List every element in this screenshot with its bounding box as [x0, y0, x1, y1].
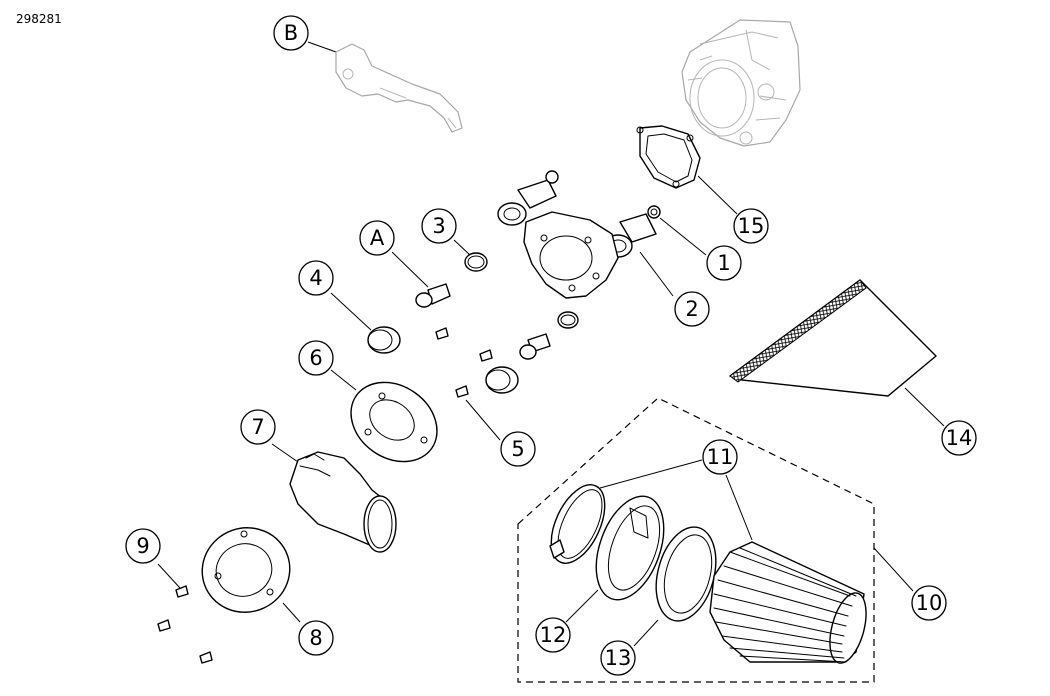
breather-bolts — [415, 283, 551, 360]
callout-3: 3 — [421, 208, 457, 244]
callout-13: 13 — [600, 640, 636, 676]
filter-element-11 — [709, 541, 867, 664]
svg-text:14: 14 — [946, 426, 973, 450]
callout-B: B — [273, 15, 309, 51]
svg-text:11: 11 — [707, 445, 734, 469]
svg-text:4: 4 — [309, 266, 322, 290]
callout-8: 8 — [298, 620, 334, 656]
callout-1: 1 — [706, 245, 742, 281]
svg-text:2: 2 — [685, 297, 698, 321]
elbow-7 — [289, 451, 397, 553]
callout-15: 15 — [733, 208, 769, 244]
svg-text:3: 3 — [432, 214, 445, 238]
callout-9: 9 — [125, 528, 161, 564]
svg-text:12: 12 — [540, 623, 567, 647]
svg-text:10: 10 — [916, 591, 943, 615]
callout-6: 6 — [298, 340, 334, 376]
callout-4: 4 — [298, 260, 334, 296]
gasket-6 — [350, 381, 438, 463]
leader-lines — [157, 41, 945, 647]
callout-7: 7 — [240, 409, 276, 445]
svg-text:6: 6 — [309, 346, 322, 370]
rim-8 — [201, 527, 291, 613]
svg-text:A: A — [370, 226, 385, 250]
callout-11: 11 — [702, 439, 738, 475]
svg-text:7: 7 — [251, 415, 264, 439]
svg-text:13: 13 — [605, 646, 632, 670]
clamp-11 — [549, 484, 606, 564]
svg-text:B: B — [284, 21, 298, 45]
svg-text:15: 15 — [738, 214, 765, 238]
callout-2: 2 — [674, 291, 710, 327]
plugs-4 — [367, 326, 519, 394]
svg-text:1: 1 — [717, 251, 730, 275]
small-screws — [157, 327, 493, 664]
callout-12: 12 — [535, 617, 571, 653]
svg-text:5: 5 — [511, 437, 524, 461]
backplate-2 — [497, 179, 657, 299]
adapter-12 — [595, 495, 665, 601]
document-id: 298281 — [16, 12, 62, 26]
bracket-reference-part — [335, 43, 463, 133]
callout-A: A — [359, 220, 395, 256]
svg-text:8: 8 — [309, 626, 322, 650]
kit-10-outline — [517, 397, 875, 683]
o-rings — [464, 170, 661, 329]
callout-14: 14 — [941, 420, 977, 456]
svg-text:9: 9 — [136, 534, 149, 558]
callout-10: 10 — [911, 585, 947, 621]
gasket-15 — [636, 125, 701, 189]
callout-5: 5 — [500, 431, 536, 467]
rain-sock-14 — [729, 279, 937, 397]
throttle-body-reference-part — [681, 19, 801, 147]
